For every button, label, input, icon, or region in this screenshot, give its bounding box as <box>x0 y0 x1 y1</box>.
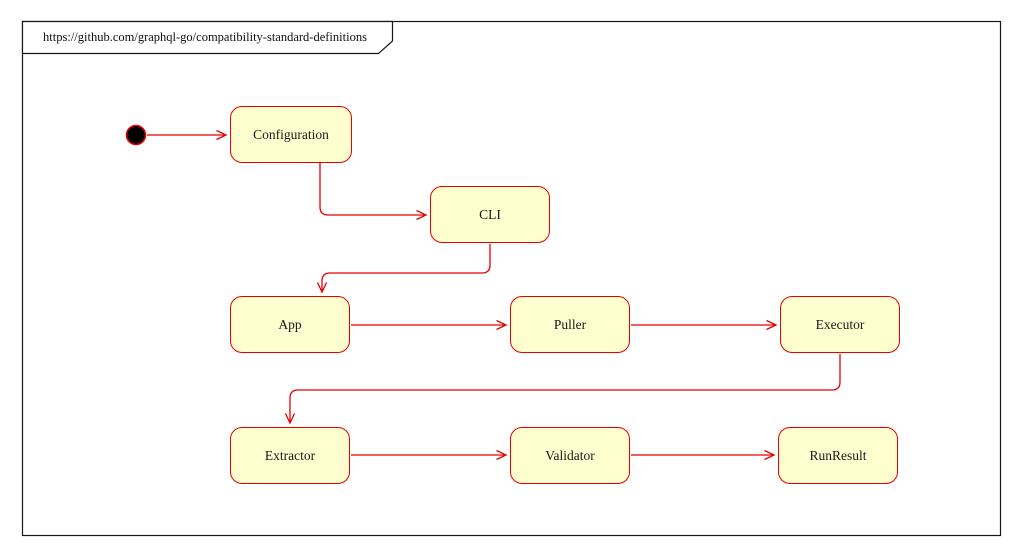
state-node-executor: Executor <box>780 296 900 353</box>
frame-title-tab <box>21 20 394 55</box>
edge-executor-to-extractor <box>284 354 841 425</box>
state-node-validator: Validator <box>510 427 630 484</box>
state-node-puller: Puller <box>510 296 630 353</box>
state-node-cli: CLI <box>430 186 550 243</box>
edge-configuration-to-cli <box>319 163 428 221</box>
state-node-extractor: Extractor <box>230 427 350 484</box>
frame-title: https://github.com/graphql-go/compatibil… <box>43 30 367 44</box>
state-node-app: App <box>230 296 350 353</box>
state-node-runresult: RunResult <box>778 427 898 484</box>
edge-cli-to-app <box>316 244 491 294</box>
diagram-frame-border <box>21 20 1002 537</box>
initial-state-dot <box>125 124 147 146</box>
state-node-configuration: Configuration <box>230 106 352 163</box>
